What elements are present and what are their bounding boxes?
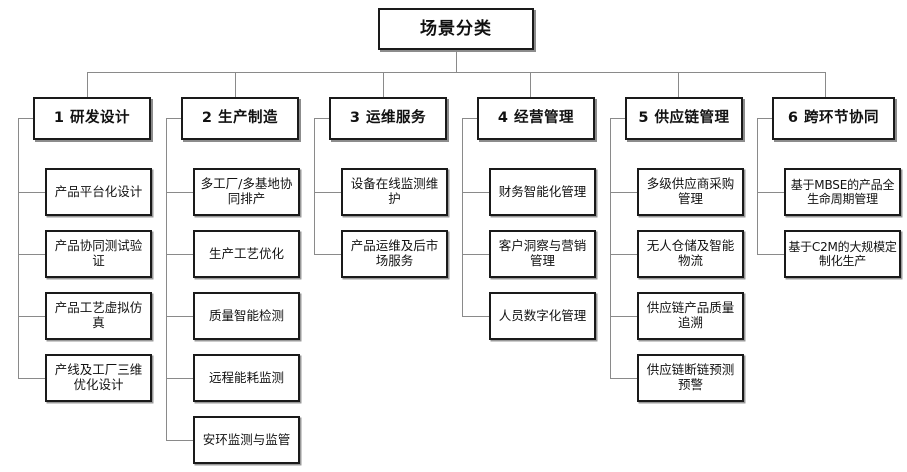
- scenario-item-4-2[interactable]: 客户洞察与营销管理: [489, 230, 596, 278]
- header-drop-line-5: [678, 72, 679, 97]
- column-trunk-2: [166, 118, 167, 440]
- scenario-item-5-1[interactable]: 多级供应商采购管理: [637, 168, 744, 216]
- header-bus-line: [87, 72, 825, 73]
- header-stub-1: [18, 118, 34, 119]
- scenario-item-4-3[interactable]: 人员数字化管理: [489, 292, 596, 340]
- scenario-item-5-3[interactable]: 供应链产品质量追溯: [637, 292, 744, 340]
- category-header-1[interactable]: 1 研发设计: [33, 97, 151, 140]
- column-trunk-6: [757, 118, 758, 254]
- category-header-5[interactable]: 5 供应链管理: [625, 97, 743, 140]
- scenario-item-label: 基于MBSE的产品全生命周期管理: [790, 177, 895, 206]
- category-header-label: 5 供应链管理: [638, 109, 730, 126]
- header-stub-4: [462, 118, 478, 119]
- scenario-item-2-3[interactable]: 质量智能检测: [193, 292, 300, 340]
- leaf-stub-4-1: [462, 192, 489, 193]
- header-stub-3: [314, 118, 330, 119]
- leaf-stub-2-5: [166, 440, 193, 441]
- leaf-stub-5-4: [610, 378, 637, 379]
- column-trunk-1: [18, 118, 19, 378]
- header-stub-5: [610, 118, 626, 119]
- scenario-item-label: 产线及工厂三维优化设计: [54, 362, 143, 392]
- column-trunk-3: [314, 118, 315, 254]
- scenario-item-label: 供应链断链预测预警: [646, 362, 735, 392]
- scenario-item-label: 产品运维及后市场服务: [350, 238, 439, 268]
- category-header-3[interactable]: 3 运维服务: [329, 97, 447, 140]
- leaf-stub-3-2: [314, 254, 341, 255]
- leaf-stub-1-4: [18, 378, 45, 379]
- scenario-item-2-4[interactable]: 远程能耗监测: [193, 354, 300, 402]
- scenario-item-label: 质量智能检测: [208, 307, 284, 323]
- scenario-item-5-4[interactable]: 供应链断链预测预警: [637, 354, 744, 402]
- leaf-stub-3-1: [314, 192, 341, 193]
- scenario-item-label: 设备在线监测维护: [350, 176, 439, 206]
- leaf-stub-5-1: [610, 192, 637, 193]
- header-drop-line-1: [87, 72, 88, 97]
- leaf-stub-1-1: [18, 192, 45, 193]
- header-drop-line-3: [383, 72, 384, 97]
- scenario-item-1-2[interactable]: 产品协同测试验证: [45, 230, 152, 278]
- leaf-stub-2-2: [166, 254, 193, 255]
- leaf-stub-2-1: [166, 192, 193, 193]
- header-stub-6: [757, 118, 773, 119]
- scenario-item-label: 产品平台化设计: [54, 183, 143, 199]
- category-header-2[interactable]: 2 生产制造: [181, 97, 299, 140]
- category-header-label: 3 运维服务: [349, 109, 427, 126]
- leaf-stub-1-3: [18, 316, 45, 317]
- scenario-item-4-1[interactable]: 财务智能化管理: [489, 168, 596, 216]
- category-header-6[interactable]: 6 跨环节协同: [772, 97, 895, 140]
- leaf-stub-1-2: [18, 254, 45, 255]
- scenario-item-3-1[interactable]: 设备在线监测维护: [341, 168, 448, 216]
- leaf-stub-6-2: [757, 254, 784, 255]
- root-node[interactable]: 场景分类: [378, 8, 534, 50]
- root-drop-line: [456, 50, 457, 72]
- scenario-item-label: 无人仓储及智能物流: [646, 238, 735, 268]
- scenario-item-6-1[interactable]: 基于MBSE的产品全生命周期管理: [784, 168, 901, 216]
- scenario-item-label: 客户洞察与营销管理: [498, 238, 587, 268]
- leaf-stub-2-3: [166, 316, 193, 317]
- leaf-stub-5-3: [610, 316, 637, 317]
- header-drop-line-4: [530, 72, 531, 97]
- header-drop-line-6: [825, 72, 826, 97]
- scenario-item-label: 财务智能化管理: [498, 183, 587, 199]
- header-stub-2: [166, 118, 182, 119]
- category-header-label: 1 研发设计: [53, 109, 131, 126]
- scenario-item-1-1[interactable]: 产品平台化设计: [45, 168, 152, 216]
- scenario-item-label: 多级供应商采购管理: [646, 176, 735, 206]
- leaf-stub-2-4: [166, 378, 193, 379]
- leaf-stub-4-2: [462, 254, 489, 255]
- category-header-label: 4 经营管理: [497, 109, 575, 126]
- category-header-label: 6 跨环节协同: [787, 109, 880, 126]
- column-trunk-5: [610, 118, 611, 378]
- header-drop-line-2: [235, 72, 236, 97]
- scenario-item-5-2[interactable]: 无人仓储及智能物流: [637, 230, 744, 278]
- scenario-item-2-2[interactable]: 生产工艺优化: [193, 230, 300, 278]
- scenario-item-label: 远程能耗监测: [208, 369, 284, 385]
- scenario-item-label: 供应链产品质量追溯: [646, 300, 735, 330]
- scenario-item-label: 生产工艺优化: [208, 245, 284, 261]
- scenario-item-label: 产品工艺虚拟仿真: [54, 300, 143, 330]
- scenario-item-2-5[interactable]: 安环监测与监管: [193, 416, 300, 464]
- leaf-stub-6-1: [757, 192, 784, 193]
- leaf-stub-5-2: [610, 254, 637, 255]
- category-header-4[interactable]: 4 经营管理: [477, 97, 595, 140]
- scenario-item-1-4[interactable]: 产线及工厂三维优化设计: [45, 354, 152, 402]
- scenario-item-6-2[interactable]: 基于C2M的大规模定制化生产: [784, 230, 901, 278]
- root-node-label: 场景分类: [420, 18, 492, 39]
- scenario-item-2-1[interactable]: 多工厂/多基地协同排产: [193, 168, 300, 216]
- scenario-item-label: 多工厂/多基地协同排产: [200, 176, 293, 206]
- scenario-item-label: 人员数字化管理: [498, 307, 587, 323]
- scenario-item-1-3[interactable]: 产品工艺虚拟仿真: [45, 292, 152, 340]
- column-trunk-4: [462, 118, 463, 316]
- scenario-item-label: 产品协同测试验证: [54, 238, 143, 268]
- scenario-item-label: 基于C2M的大规模定制化生产: [788, 239, 897, 268]
- scenario-item-label: 安环监测与监管: [202, 431, 291, 447]
- scenario-item-3-2[interactable]: 产品运维及后市场服务: [341, 230, 448, 278]
- category-header-label: 2 生产制造: [201, 109, 279, 126]
- leaf-stub-4-3: [462, 316, 489, 317]
